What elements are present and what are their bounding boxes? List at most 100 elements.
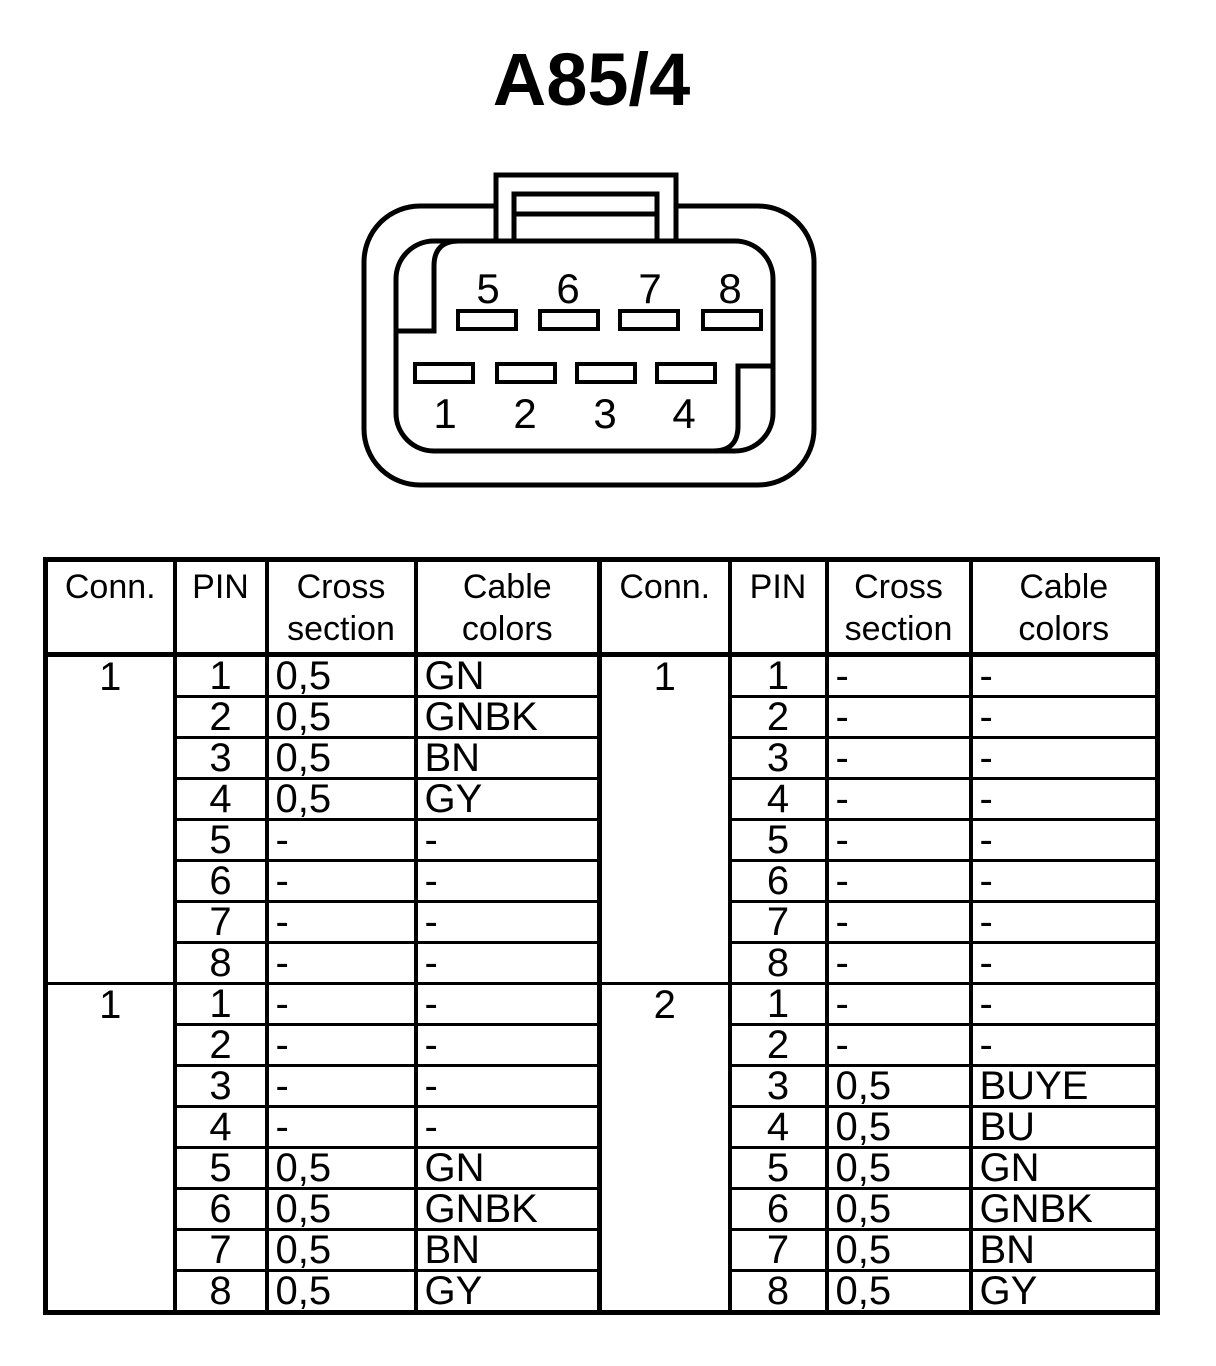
pin-cell: 3: [172, 1064, 269, 1108]
pin-2-label: 2: [513, 390, 536, 437]
pin-cell: 3: [172, 736, 269, 780]
cross-section-cell: 0,5: [824, 1105, 973, 1149]
pin-cell: 5: [727, 818, 829, 862]
pin-cell: 7: [172, 1228, 269, 1272]
cable-color-cell: GNBK: [968, 1187, 1160, 1231]
pin-cell: 3: [727, 1064, 829, 1108]
cable-color-cell: GY: [413, 777, 602, 821]
pin-cell: 5: [172, 818, 269, 862]
cable-color-cell: -: [968, 982, 1160, 1026]
cable-color-cell: GN: [413, 1146, 602, 1190]
pin-cell: 6: [727, 859, 829, 903]
header-cable-colors: Cable colors: [968, 558, 1160, 657]
header-pin: PIN: [727, 558, 829, 657]
pin-cell: 6: [727, 1187, 829, 1231]
pin-cell: 5: [727, 1146, 829, 1190]
cross-section-cell: -: [264, 941, 418, 985]
cross-section-cell: 0,5: [824, 1146, 973, 1190]
cross-section-cell: -: [824, 1023, 973, 1067]
header-cross-section: Cross section: [824, 558, 973, 657]
cable-color-cell: BN: [413, 736, 602, 780]
connector-key-top-left: [396, 238, 460, 334]
pin-cell: 2: [727, 695, 829, 739]
cross-section-cell: 0,5: [264, 1269, 418, 1314]
pin-cell: 1: [727, 982, 829, 1026]
cross-section-cell: 0,5: [824, 1269, 973, 1314]
cable-color-cell: -: [968, 941, 1160, 985]
cross-section-cell: 0,5: [824, 1228, 973, 1272]
cross-section-cell: -: [264, 818, 418, 862]
cross-section-cell: -: [824, 982, 973, 1026]
connector-latch-inner: [511, 191, 660, 244]
table-row: 2--2--: [46, 1023, 1160, 1067]
pin-cell: 4: [727, 1105, 829, 1149]
pin-cell: 8: [727, 941, 829, 985]
cross-section-cell: -: [824, 736, 973, 780]
pin-cell: 2: [172, 1023, 269, 1067]
cross-section-cell: 0,5: [824, 1064, 973, 1108]
cross-section-cell: 0,5: [264, 777, 418, 821]
connector-key-bottom-right: [712, 363, 773, 454]
table-row: 5--5--: [46, 818, 1160, 862]
cable-color-cell: -: [413, 859, 602, 903]
cross-section-cell: 0,5: [264, 1187, 418, 1231]
header-conn: Conn.: [597, 558, 732, 657]
cable-color-cell: -: [413, 941, 602, 985]
table-row: 7--7--: [46, 900, 1160, 944]
pin-cell: 5: [172, 1146, 269, 1190]
pin-cell: 4: [172, 1105, 269, 1149]
cable-color-cell: -: [968, 736, 1160, 780]
cable-color-cell: GY: [413, 1269, 602, 1314]
pin-cell: 8: [172, 941, 269, 985]
cross-section-cell: -: [824, 900, 973, 944]
pin-cell: 1: [727, 653, 829, 698]
cable-color-cell: -: [968, 653, 1160, 698]
pin-cell: 2: [172, 695, 269, 739]
connector-face: [393, 238, 776, 454]
table-row: 8--8--: [46, 941, 1160, 985]
pin-cell: 4: [727, 777, 829, 821]
header-cross-section: Cross section: [264, 558, 418, 657]
pin-cell: 3: [727, 736, 829, 780]
cross-section-cell: -: [264, 900, 418, 944]
pin-cell: 2: [727, 1023, 829, 1067]
pin-4-label: 4: [672, 390, 695, 437]
pin-1-slot: [413, 362, 475, 384]
cable-color-cell: BU: [968, 1105, 1160, 1149]
cable-color-cell: -: [413, 1105, 602, 1149]
cross-section-cell: 0,5: [824, 1187, 973, 1231]
cable-color-cell: -: [968, 859, 1160, 903]
cross-section-cell: -: [824, 859, 973, 903]
pin-1-label: 1: [433, 390, 456, 437]
cable-color-cell: -: [413, 1064, 602, 1108]
cable-color-cell: -: [968, 695, 1160, 739]
cable-color-cell: -: [968, 777, 1160, 821]
conn-cell: 2: [597, 982, 732, 1314]
pin-cell: 1: [172, 982, 269, 1026]
cross-section-cell: 0,5: [264, 653, 418, 698]
pin-7-slot: [618, 309, 680, 331]
pin-3-slot: [575, 362, 637, 384]
cross-section-cell: 0,5: [264, 736, 418, 780]
conn-cell: 1: [43, 982, 177, 1314]
cross-section-cell: 0,5: [264, 1228, 418, 1272]
cable-color-cell: GN: [968, 1146, 1160, 1190]
pin-cell: 6: [172, 1187, 269, 1231]
cross-section-cell: -: [824, 653, 973, 698]
cross-section-cell: -: [264, 1064, 418, 1108]
cross-section-cell: -: [264, 859, 418, 903]
cable-color-cell: -: [413, 818, 602, 862]
cross-section-cell: 0,5: [264, 1146, 418, 1190]
pin-cell: 1: [172, 653, 269, 698]
cable-color-cell: BUYE: [968, 1064, 1160, 1108]
header-conn: Conn.: [43, 558, 177, 657]
